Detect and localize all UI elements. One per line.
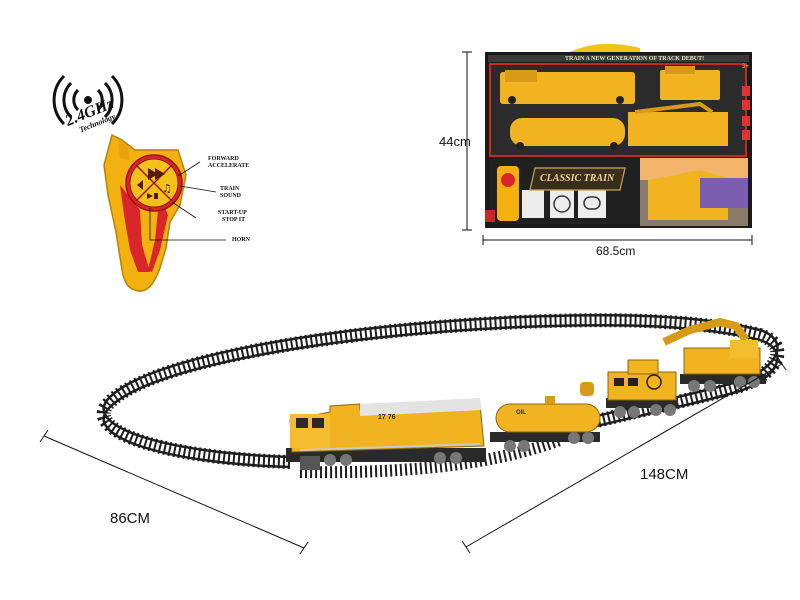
engine-number: 17 76 xyxy=(378,414,396,421)
label-start-up: START-UP xyxy=(218,210,247,216)
crane-car xyxy=(662,317,766,392)
box-banner: TRAIN A NEW GENERATION OF TRACK DEBUT! xyxy=(565,56,705,62)
label-sound: SOUND xyxy=(220,193,242,199)
label-forward: FORWARD xyxy=(208,156,239,162)
label-horn: HORN xyxy=(232,237,250,243)
train-set xyxy=(286,317,766,470)
tanker-label: OIL xyxy=(516,410,526,416)
locomotive xyxy=(286,398,486,470)
fast-forward-icon xyxy=(148,168,165,180)
track-width-label: 86CM xyxy=(110,510,151,527)
music-note-icon: ♫ xyxy=(162,182,172,195)
box-logo: CLASSIC TRAIN xyxy=(540,173,615,184)
label-stop-it: STOP IT xyxy=(222,217,246,223)
remote-control: ♫ xyxy=(103,133,226,292)
box-age-badge: 3+ xyxy=(742,64,749,70)
track-dimension-lines xyxy=(39,357,787,555)
label-train: TRAIN xyxy=(220,186,240,192)
track-length-label: 148CM xyxy=(640,466,689,483)
box-width-label: 68.5cm xyxy=(596,244,636,258)
label-accelerate: ACCELERATE xyxy=(208,163,250,169)
horn-icon xyxy=(137,180,143,190)
wireless-signal-icon xyxy=(52,74,124,126)
play-stop-icon xyxy=(147,193,153,199)
box-height-label: 44cm xyxy=(439,134,471,149)
box-dimension-lines xyxy=(462,51,753,245)
product-box xyxy=(485,43,752,228)
caboose-car xyxy=(606,359,678,418)
tanker-car xyxy=(490,382,601,452)
